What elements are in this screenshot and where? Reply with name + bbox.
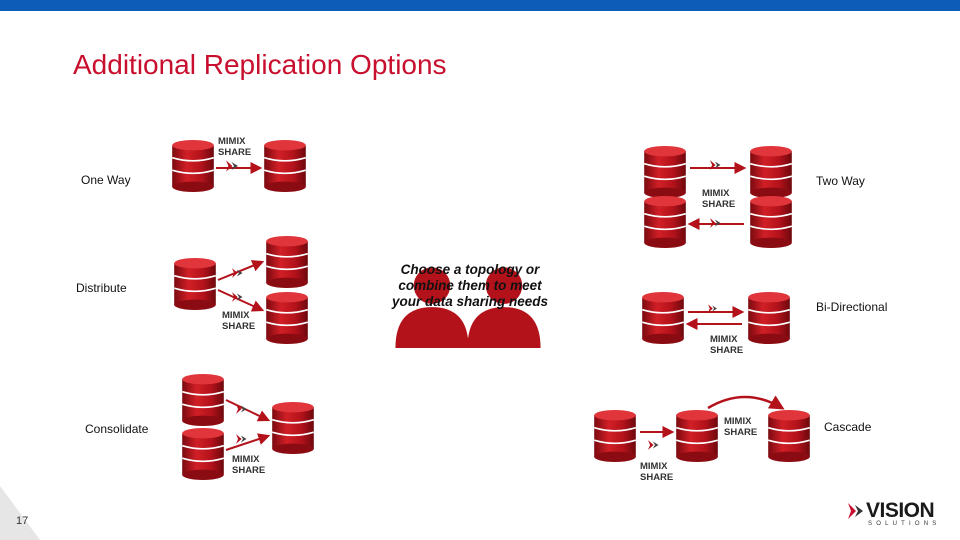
- mimix-label: MIMIX: [724, 416, 752, 427]
- two-way-group: [644, 146, 792, 248]
- database-icon: [750, 146, 792, 198]
- database-icon: [594, 410, 636, 462]
- mimix-label: MIMIX: [640, 461, 668, 472]
- bi-directional-group: [642, 292, 790, 344]
- replication-arrow: [225, 399, 271, 422]
- database-icon: [266, 292, 308, 344]
- distribute-group: [174, 236, 308, 344]
- database-icon: [172, 140, 214, 192]
- label-bi-directional: Bi-Directional: [816, 300, 888, 314]
- replication-icon: [236, 434, 247, 444]
- replication-arrow: [217, 289, 265, 312]
- replication-arrow: [707, 395, 785, 410]
- database-icon: [266, 236, 308, 288]
- share-label: SHARE: [640, 472, 673, 483]
- label-two-way: Two Way: [816, 174, 865, 188]
- vision-logo: VISION SOLUTIONS: [848, 499, 948, 529]
- corner-decoration: [0, 486, 40, 540]
- database-icon: [748, 292, 790, 344]
- database-icon: [750, 196, 792, 248]
- mimix-label: MIMIX: [218, 136, 246, 147]
- center-caption: Choose a topology or combine them to mee…: [391, 262, 549, 309]
- label-one-way: One Way: [81, 173, 131, 187]
- database-icon: [182, 374, 224, 426]
- share-label: SHARE: [232, 465, 265, 476]
- label-consolidate: Consolidate: [85, 422, 149, 436]
- mimix-label: MIMIX: [702, 188, 730, 199]
- database-icon: [642, 292, 684, 344]
- database-icon: [768, 410, 810, 462]
- database-icon: [644, 196, 686, 248]
- share-label: SHARE: [702, 199, 735, 210]
- database-icon: [676, 410, 718, 462]
- label-cascade: Cascade: [824, 420, 872, 434]
- share-label: SHARE: [222, 321, 255, 332]
- share-label: SHARE: [218, 147, 251, 158]
- replication-icon: [236, 404, 247, 414]
- page-number: 17: [16, 515, 29, 527]
- label-distribute: Distribute: [76, 281, 127, 295]
- database-icon: [644, 146, 686, 198]
- share-label: SHARE: [724, 427, 757, 438]
- replication-arrow: [217, 260, 265, 281]
- database-icon: [272, 402, 314, 454]
- database-icon: [182, 428, 224, 480]
- cascade-group: [594, 395, 810, 462]
- share-label: SHARE: [710, 345, 743, 356]
- replication-arrow: [225, 433, 271, 451]
- database-icon: [174, 258, 216, 310]
- top-bar: [0, 0, 960, 11]
- replication-icon: [226, 160, 238, 172]
- mimix-label: MIMIX: [222, 310, 250, 321]
- database-icon: [264, 140, 306, 192]
- slide-title: Additional Replication Options: [73, 49, 447, 80]
- vision-logo-icon: [848, 503, 863, 519]
- one-way-group: [172, 140, 306, 192]
- logo-sub: SOLUTIONS: [868, 521, 941, 527]
- replication-icon: [648, 440, 659, 450]
- mimix-label: MIMIX: [232, 454, 260, 465]
- mimix-label: MIMIX: [710, 334, 738, 345]
- logo-name: VISION: [866, 499, 935, 522]
- consolidate-group: [182, 374, 314, 480]
